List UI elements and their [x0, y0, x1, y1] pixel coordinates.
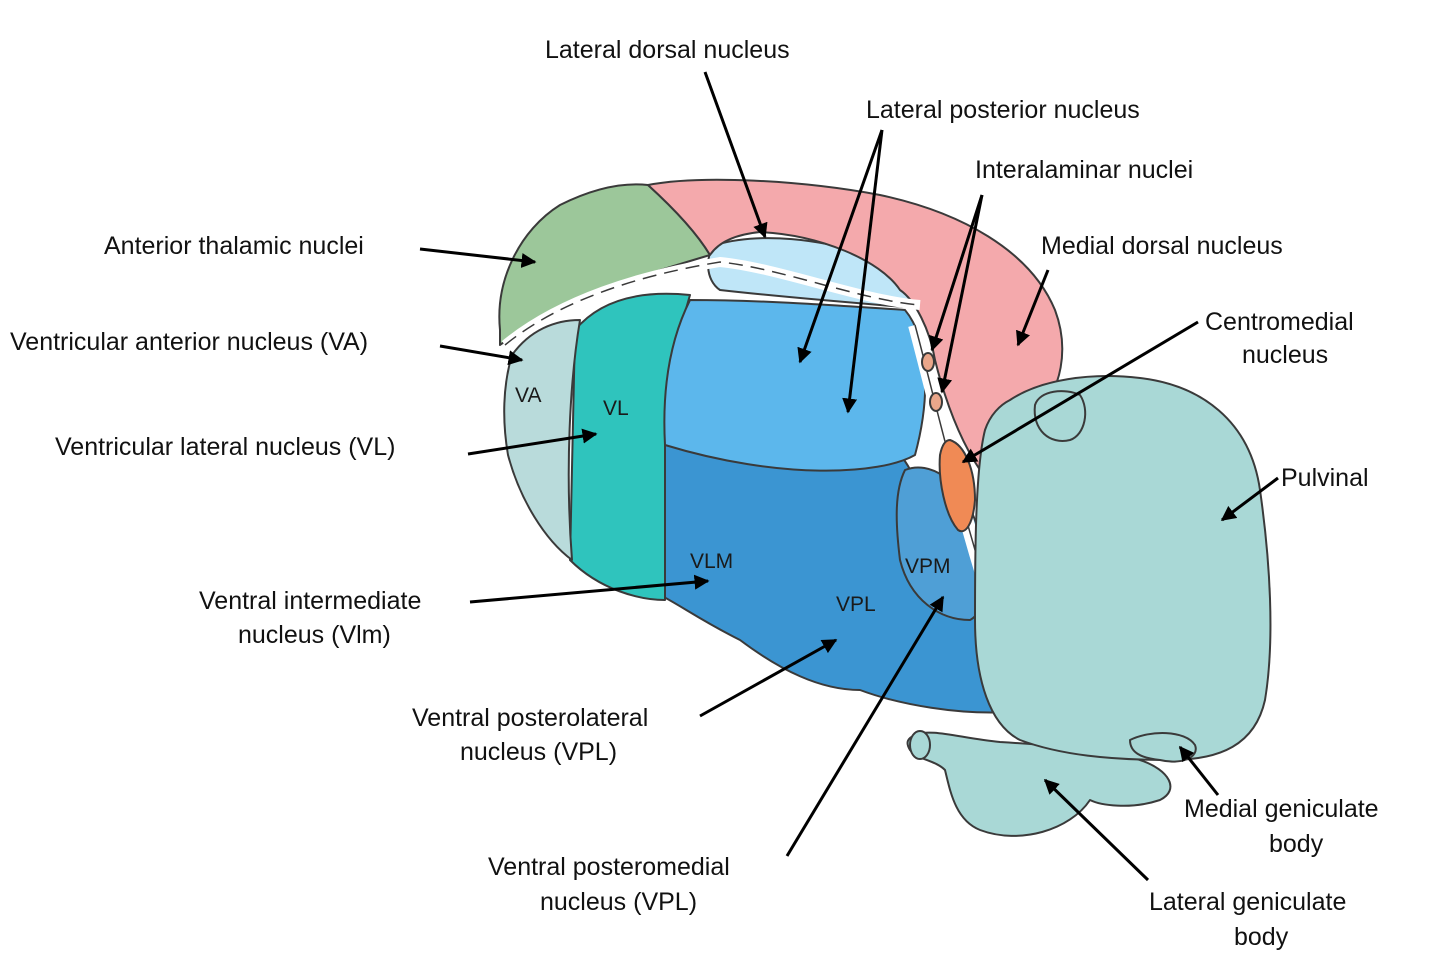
arrow-interalaminar-1: [929, 194, 984, 352]
label-lateral-dorsal: Lateral dorsal nucleus: [545, 36, 790, 64]
label-lateral-posterior: Lateral posterior nucleus: [866, 96, 1140, 124]
va-region: [503, 319, 581, 561]
label-centromedial-line1: Centromedial: [1205, 308, 1354, 336]
arrow-interalaminar-2: [937, 194, 984, 394]
arrow-vpl: [699, 638, 838, 718]
label-vim-line1: Ventral intermediate: [199, 587, 421, 615]
arrow-pulvinal: [1220, 476, 1279, 522]
label-vpl-line2: nucleus (VPL): [460, 738, 617, 766]
arrow-lateral-posterior-1: [797, 129, 884, 364]
arrow-lateral-geniculate: [1043, 778, 1150, 882]
label-anterior-thalamic: Anterior thalamic nuclei: [104, 232, 364, 260]
intralaminar-nucleus-dot: [929, 392, 943, 412]
pulvinal-knob: [1033, 390, 1087, 442]
arrow-vl: [467, 428, 598, 456]
arrow-vim: [469, 574, 710, 604]
region-label-vlm: VLM: [690, 550, 733, 573]
arrow-anterior-thalamic: [419, 247, 537, 268]
region-label-vl: VL: [603, 397, 629, 420]
arrow-lateral-dorsal: [703, 71, 768, 239]
label-interalaminar: Interalaminar nuclei: [975, 156, 1193, 184]
label-pulvinal: Pulvinal: [1281, 464, 1369, 492]
centromedial-region: [938, 439, 976, 533]
lateral-geniculate-tip: [909, 730, 931, 760]
arrow-lateral-posterior-2: [842, 129, 884, 414]
label-vpl-line1: Ventral posterolateral: [412, 704, 648, 732]
arrow-medial-geniculate: [1178, 745, 1220, 796]
arrow-centromedial: [961, 320, 1199, 464]
label-medial-geniculate-line1: Medial geniculate: [1184, 795, 1379, 823]
region-label-vpl: VPL: [836, 593, 876, 616]
label-va: Ventricular anterior nucleus (VA): [10, 328, 368, 356]
label-lateral-geniculate-line1: Lateral geniculate: [1149, 888, 1346, 916]
label-medial-geniculate-line2: body: [1269, 830, 1324, 858]
label-centromedial-line2: nucleus: [1242, 341, 1328, 369]
arrow-vpm: [785, 595, 945, 857]
label-vpm-line2: nucleus (VPL): [540, 888, 697, 916]
label-lateral-geniculate-line2: body: [1234, 923, 1289, 951]
label-medial-dorsal: Medial dorsal nucleus: [1041, 232, 1283, 260]
label-vpm-line1: Ventral posteromedial: [488, 853, 730, 881]
pulvinal-region: [974, 375, 1272, 761]
arrow-medial-dorsal: [1016, 269, 1050, 347]
label-vim-line2: nucleus (Vlm): [238, 621, 391, 649]
label-vl: Ventricular lateral nucleus (VL): [55, 433, 395, 461]
region-label-va: VA: [515, 384, 541, 407]
lateral-posterior-region: [663, 299, 927, 472]
arrow-va: [439, 344, 524, 366]
intralaminar-nucleus-dot: [921, 352, 935, 372]
region-label-vpm: VPM: [905, 555, 951, 578]
